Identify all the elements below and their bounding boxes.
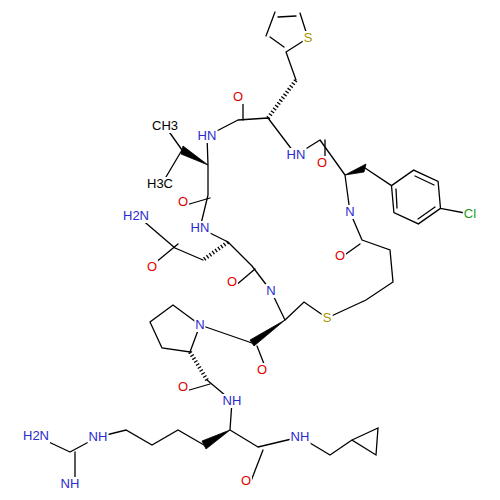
atom-label: H3C: [146, 177, 174, 191]
wedge-group: [181, 146, 366, 449]
wedge-bond: [345, 164, 366, 175]
atom-label: N: [344, 205, 355, 219]
bond-group: [36, 12, 470, 483]
atom-label: NH: [60, 477, 81, 491]
atom-label: O: [256, 363, 268, 377]
atom-label: N: [194, 318, 205, 332]
atom-label: H2N: [22, 429, 50, 443]
atom-label: NH: [222, 394, 243, 408]
atom-label: O: [177, 195, 189, 209]
atom-label: HN: [197, 129, 218, 143]
atom-label: Cl: [463, 207, 477, 221]
hash-bond: [190, 80, 296, 380]
atom-label: N: [265, 284, 276, 298]
atom-label: S: [322, 311, 333, 325]
atom-label: O: [232, 90, 244, 104]
atom-label: O: [334, 249, 346, 263]
wedge-bond: [250, 320, 285, 346]
atom-label: O: [240, 474, 252, 488]
wedge-bond: [181, 146, 208, 165]
atom-label: HN: [286, 148, 307, 162]
atom-label: NH: [290, 430, 311, 444]
atom-label: NH: [88, 430, 109, 444]
atom-label: S: [303, 31, 314, 45]
atom-label: HN: [190, 221, 211, 235]
atom-label: O: [146, 260, 158, 274]
atom-label: O: [316, 156, 328, 170]
atom-label: O: [177, 380, 189, 394]
wedge-bond: [202, 430, 230, 449]
single-bond: [36, 12, 470, 455]
atom-label: O: [226, 275, 238, 289]
double-bond: [75, 16, 435, 483]
atom-label: CH3: [151, 119, 179, 133]
atom-label: H2N: [122, 209, 150, 223]
